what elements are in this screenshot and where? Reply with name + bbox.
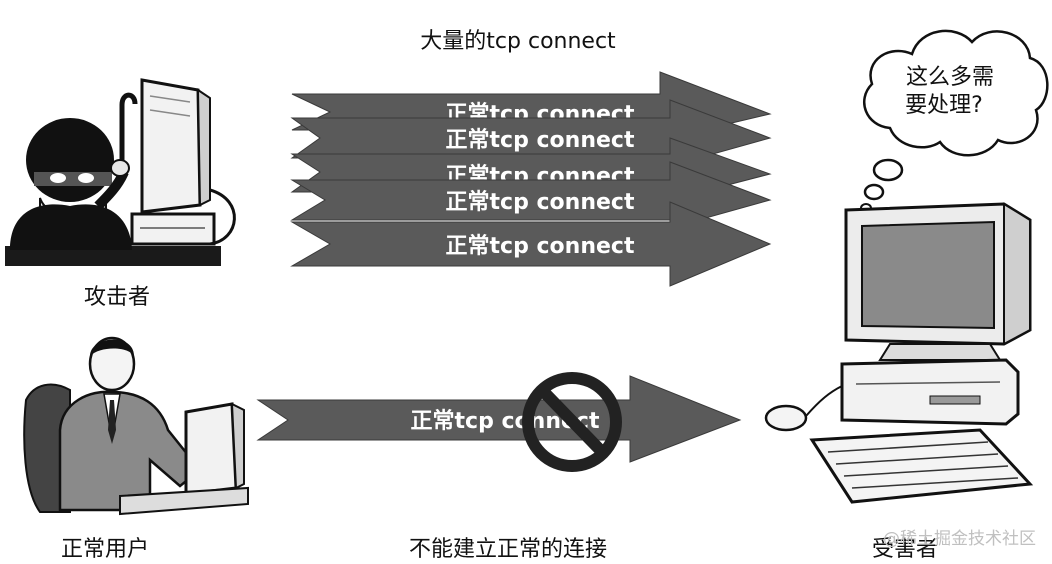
victim-illustration: 这么多需 要处理? — [764, 29, 1049, 504]
thought-line-2: 要处理? — [905, 93, 983, 118]
attack-arrow-label: 正常tcp connect — [446, 189, 635, 215]
diagram-title: 大量的tcp connect — [420, 29, 616, 54]
victim-case-icon — [840, 358, 1020, 426]
normal-user-label: 正常用户 — [61, 537, 149, 562]
watermark: @稀土掘金技术社区 — [883, 529, 1036, 549]
user-desk-icon — [119, 486, 249, 516]
victim-label: 受害者 — [872, 537, 938, 562]
attack-arrow-label: 正常tcp connect — [446, 127, 635, 153]
attacker-label: 攻击者 — [84, 285, 150, 310]
thought-line-1: 这么多需 — [906, 65, 994, 90]
attack-arrows: 正常tcp connect 正常tcp connect 正常tcp connec… — [290, 71, 772, 287]
attacker-monitor-icon — [130, 78, 236, 246]
thought-bubble-icon — [860, 29, 1049, 213]
prohibited-icon — [522, 372, 622, 472]
normal-user-illustration — [23, 336, 249, 516]
attack-arrow-2: 正常tcp connect — [290, 99, 772, 167]
victim-monitor-icon — [844, 202, 1032, 361]
crook-icon — [119, 92, 138, 170]
attacker-illustration — [5, 78, 236, 266]
businessman-icon — [58, 336, 206, 512]
normal-arrow: 正常tcp connect — [256, 375, 742, 463]
hacker-icon — [10, 118, 132, 250]
user-monitor-icon — [184, 402, 245, 496]
attack-arrow-5: 正常tcp connect — [290, 201, 772, 287]
blocked-caption: 不能建立正常的连接 — [409, 537, 607, 562]
chair-icon — [23, 383, 71, 513]
keyboard-icon — [809, 428, 1034, 504]
desk-icon — [5, 246, 221, 266]
attack-arrow-label: 正常tcp connect — [446, 233, 635, 259]
mouse-icon — [764, 385, 843, 432]
